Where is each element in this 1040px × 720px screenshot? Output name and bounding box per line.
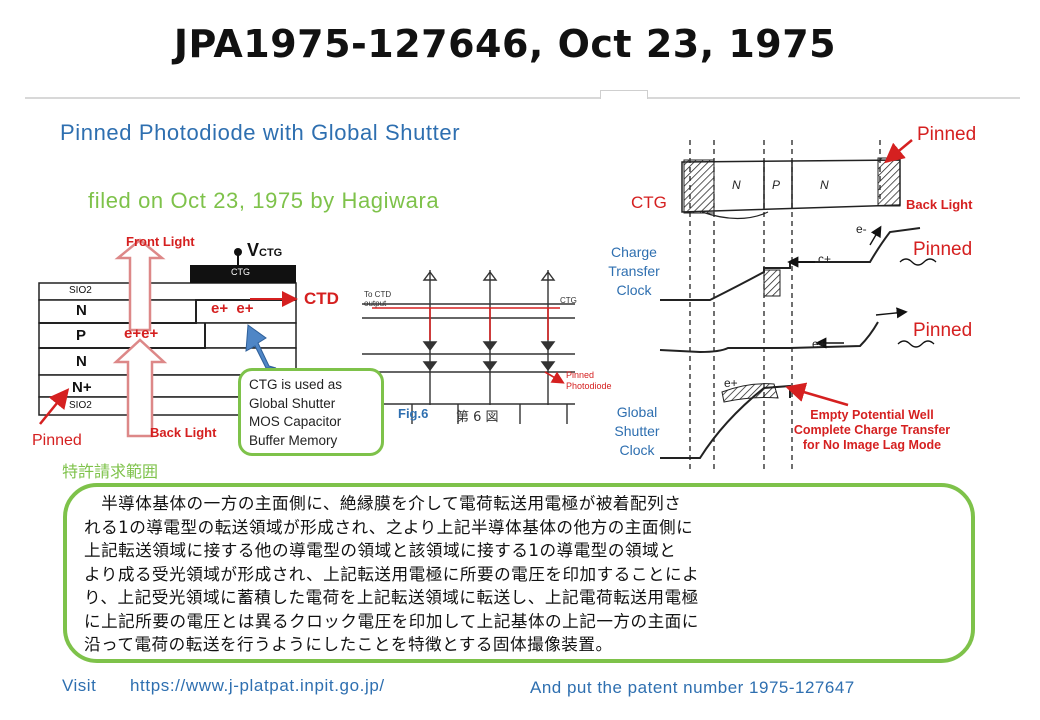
fig6-jp-label: 第 6 図 [456, 410, 499, 425]
pinned-photodiode-cross-section [38, 238, 298, 438]
claim-line: 沿って電荷の転送を行うようにしたことを特徴とする固体撮像装置。 [84, 635, 613, 654]
ctg-label-right: CTG [631, 193, 667, 212]
global-shutter-clock-line: Clock [619, 442, 655, 458]
to-ctd-output-label: To CTD output [364, 290, 392, 308]
layer-n-bottom: N [76, 353, 87, 370]
carrier-e2-label: e+ [724, 376, 738, 390]
filing-info: filed on Oct 23, 1975 by Hagiwara [88, 188, 440, 213]
vctg-label: VCTG [247, 240, 282, 261]
claim-line: 上記転送領域に接する他の導電型の領域と該領域に接する1の導電型の領域と [84, 541, 677, 560]
charge-transfer-clock-line: Charge [611, 244, 657, 260]
layer-n-top: N [76, 302, 87, 319]
claim-box [63, 483, 975, 663]
vctg-sub: CTG [259, 247, 283, 259]
ctg-charge-label: e+ e+ [211, 300, 254, 317]
ctg-gate-label: CTG [231, 267, 250, 277]
pinned-label-low: Pinned [913, 320, 973, 341]
empty-well-line: Empty Potential Well [810, 408, 934, 422]
p-charge-label: e+e+ [124, 325, 159, 342]
claim-heading: 特許請求範囲 [62, 462, 159, 481]
pinned-label-top: Pinned [917, 124, 977, 145]
region-p-label: P [772, 178, 781, 192]
pinned-label-left: Pinned [32, 432, 82, 449]
empty-potential-well-label: Empty Potential Well Complete Charge Tra… [782, 408, 962, 453]
ctg-note-line: MOS Capacitor [249, 414, 342, 429]
page-title: JPA1975-127646, Oct 23, 1975 [173, 22, 837, 66]
global-shutter-clock-label: Global Shutter Clock [609, 403, 665, 460]
ctg-note-line: Buffer Memory [249, 432, 338, 448]
ctg-label-middle: CTG [560, 296, 577, 305]
layer-n-plus: N+ [72, 379, 92, 396]
empty-well-line: Complete Charge Transfer [793, 423, 951, 437]
pinned-photodiode-label-1: Pinned [566, 370, 595, 380]
charge-transfer-clock-label: Charge Transfer Clock [604, 243, 664, 300]
visit-label: Visit [62, 676, 97, 695]
ctd-label: CTD [304, 289, 339, 308]
claim-line: に上記所要の電圧とは異るクロック電圧を印加して上記基体の上記一方の主面に [84, 611, 699, 631]
fig6-red-lines [372, 307, 565, 384]
ctg-note-line: Global Shutter [249, 395, 336, 411]
empty-well-line: for No Image Lag Mode [802, 438, 942, 452]
vctg-main: V [247, 240, 260, 260]
carrier-e3-label: e- [856, 222, 867, 236]
slide-subtitle: Pinned Photodiode with Global Shutter [60, 120, 461, 145]
divider [25, 97, 1020, 99]
layer-sio2-bottom: SIO2 [69, 400, 92, 411]
region-n2-label: N [820, 178, 829, 192]
carrier-c-label: c+ [818, 252, 832, 266]
global-shutter-clock-line: Global [616, 404, 658, 420]
back-light-label-right: Back Light [906, 197, 973, 212]
region-n1-label: N [732, 178, 741, 192]
patent-number-instruction: And put the patent number 1975-127647 [530, 678, 855, 697]
layer-sio2-top: SIO2 [69, 285, 92, 296]
claim-line: り、上記受光領域に蓄積した電荷を上記転送領域に転送し、上記電荷転送用電極 [84, 588, 699, 607]
potential-diagram [659, 139, 937, 470]
ctg-note-box: CTG is used as Global Shutter MOS Capaci… [238, 368, 384, 456]
platpat-link[interactable]: https://www.j-platpat.inpit.go.jp/ [130, 676, 385, 695]
divider-tab [600, 90, 648, 99]
global-shutter-clock-line: Shutter [614, 423, 660, 439]
claim-text: 半導体基体の一方の主面側に、絶縁膜を介して電荷転送用電極が被着配列さ れる1の導… [84, 492, 964, 657]
fig6-label: Fig.6 [398, 406, 429, 421]
carrier-e1-label: e+ [812, 337, 826, 351]
back-light-label-left: Back Light [150, 425, 217, 440]
claim-line: れる1の導電型の転送領域が形成され、之より上記半導体基体の他方の主面側に [84, 517, 694, 537]
ctg-note-line: CTG is used as [249, 377, 343, 392]
charge-transfer-clock-line: Clock [616, 282, 652, 298]
pinned-label-middle: Pinned [913, 239, 973, 260]
front-light-label: Front Light [126, 234, 195, 249]
charge-transfer-clock-line: Transfer [608, 263, 660, 279]
pinned-photodiode-label-2: Photodiode [566, 381, 612, 391]
layer-p: P [76, 327, 87, 344]
claim-line: 半導体基体の一方の主面側に、絶縁膜を介して電荷転送用電極が被着配列さ [84, 494, 682, 513]
claim-line: より成る受光領域が形成され、上記転送用電極に所要の電圧を印加することによ [84, 564, 700, 584]
